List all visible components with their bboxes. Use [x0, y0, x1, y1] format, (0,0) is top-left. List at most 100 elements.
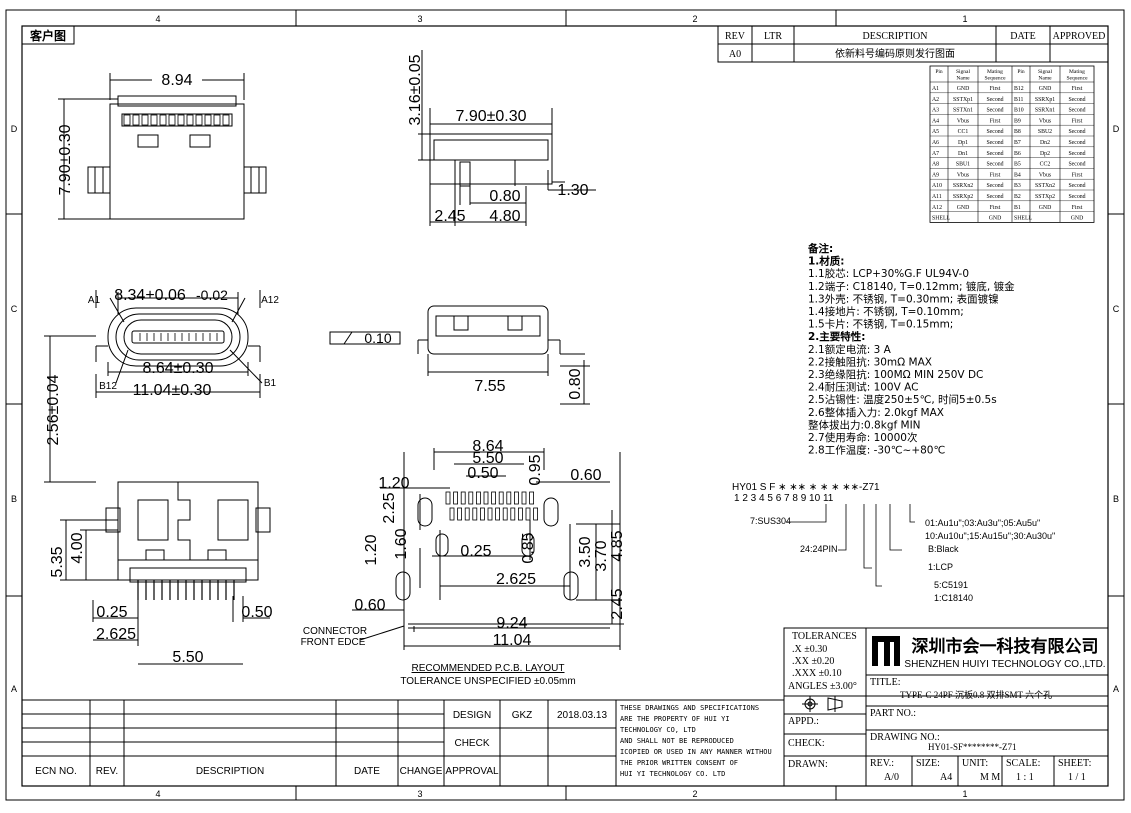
pin-table-cell: Second [1068, 129, 1085, 135]
pin-table-cell: Second [986, 194, 1003, 200]
pcb-pad-row1 [521, 491, 527, 505]
pcb-pads [445, 491, 538, 521]
zone-right-a: A [1113, 684, 1119, 694]
dim-front-height: 2.56±0.04 [45, 374, 62, 445]
pin-table-cell: B7 [1014, 140, 1021, 146]
pin-table-cell: B8 [1014, 129, 1021, 135]
ecn-header-rev: REV. [96, 766, 118, 777]
design-date: 2018.03.13 [557, 710, 607, 721]
pin-table-cell: CC1 [958, 129, 969, 135]
ecn-header-change: CHANGE [400, 766, 443, 777]
top-pin [204, 114, 212, 126]
zone-top-2: 2 [692, 14, 697, 24]
pcb-pad-row1 [475, 491, 481, 505]
note-line: 2.8工作温度: -30℃~+80℃ [808, 444, 945, 457]
unit-value: M M [980, 772, 1000, 783]
pin-table-cell: First [990, 118, 1001, 124]
pin-table-cell: Second [1068, 162, 1085, 168]
pcb-pad-row2 [472, 507, 478, 521]
pin-table-cell: B1 [1014, 205, 1021, 211]
pin-table-header: Name [1038, 76, 1052, 82]
pin-table-cell: SSTXn1 [953, 108, 973, 114]
bottom-view-pins [137, 580, 235, 600]
appd-label: APPD.: [788, 716, 819, 727]
pin-table-cell: SSTXp2 [1035, 194, 1055, 200]
note-line: 1.材质: [808, 255, 845, 268]
zone-marks [6, 10, 1124, 800]
dim-bottom-550: 5.50 [172, 649, 203, 666]
dim-pcb-060-left: 0.60 [354, 597, 385, 614]
zone-right-b: B [1113, 494, 1119, 504]
pin-table-header: Mating [1069, 69, 1085, 75]
zone-bottom-4: 4 [155, 789, 160, 799]
code-legend-2: 24:24PIN [800, 544, 838, 554]
pcb-pad-row2 [449, 507, 455, 521]
pin-table-cell: CC2 [1040, 162, 1051, 168]
zone-top-4: 4 [155, 14, 160, 24]
pin-table-cell: First [1072, 172, 1083, 178]
zone-top-1: 1 [962, 14, 967, 24]
pin-table-cell: SSRXn2 [953, 183, 973, 189]
label-pin-a12: A12 [261, 295, 279, 306]
pin-table-cell: Second [986, 108, 1003, 114]
dim-pcb-060: 0.60 [570, 467, 601, 484]
pcb-pad-row2 [464, 507, 470, 521]
top-pin [123, 114, 131, 126]
dim-front-864: 8.64±0.30 [142, 360, 213, 377]
dim-front-1104: 11.04±0.30 [133, 382, 212, 399]
side-view [418, 50, 596, 226]
pin-table-cell: Second [986, 183, 1003, 189]
drawing-title: TYPE-C 24PF 沉板0.8 双排SMT 六个孔 [900, 689, 1052, 700]
top-view-pins [123, 114, 230, 126]
pin-table-cell: Second [1068, 194, 1085, 200]
code-legend-1: 7:SUS304 [750, 516, 791, 526]
pin-table-cell: A4 [932, 118, 939, 124]
zone-right-d: D [1113, 124, 1120, 134]
rev-header-rev: REV [725, 31, 746, 42]
pin-table-cell: Second [1068, 108, 1085, 114]
pin-table-cell: GND [989, 216, 1002, 222]
label-pin-a1: A1 [88, 295, 101, 306]
label-pin-b1: B1 [264, 378, 277, 389]
customer-drawing-box [21, 25, 75, 45]
pin-table-cell: A12 [932, 205, 942, 211]
code-legend-6: 1:LCP [928, 562, 953, 572]
note-line: 1.1胶芯: LCP+30%G.F UL94V-0 [808, 267, 969, 280]
top-pin [186, 114, 194, 126]
dim-bottom-535: 5.35 [49, 546, 66, 577]
pcb-pad-row2 [525, 507, 531, 521]
pin-table-cell: Dn1 [958, 151, 968, 157]
size-label: SIZE: [916, 758, 940, 769]
pin-table-cell: First [1072, 86, 1083, 92]
dim-pcb-485: 4.85 [609, 530, 626, 561]
designer-name: GKZ [512, 710, 533, 721]
customer-drawing-label: 客户图 [29, 28, 66, 43]
pcb-pad-row2 [502, 507, 508, 521]
statement-line: THE PRIOR WRITTEN CONSENT OF [620, 759, 738, 767]
outer-border [5, 9, 1125, 801]
zone-right-c: C [1113, 304, 1120, 314]
label-pin-b12: B12 [99, 381, 117, 392]
pin-table-cell: SHELL [1014, 216, 1032, 222]
top-pin [132, 114, 140, 126]
drawing-no: HY01-SF********-Z71 [928, 742, 1017, 752]
zone-bottom-3: 3 [417, 789, 422, 799]
unit-label: UNIT: [962, 758, 988, 769]
pin-table-cell: SSTXp1 [953, 97, 973, 103]
statement-line: ICOPIED OR USED IN ANY MANNER WITHOU [620, 748, 772, 756]
front-view [44, 290, 263, 483]
design-label: DESIGN [453, 710, 491, 721]
pin-table-cell: Dp1 [958, 140, 968, 146]
rev-header-date: DATE [1010, 31, 1036, 42]
pin-table-cell: First [1072, 118, 1083, 124]
dim-pcb-085: 0.85 [520, 532, 537, 563]
pin-table-cell: B3 [1014, 183, 1021, 189]
company-logo [872, 636, 900, 666]
tolerances-title: TOLERANCES [792, 631, 857, 642]
notes-block: 备注:1.材质:1.1胶芯: LCP+30%G.F UL94V-01.2端子: … [807, 242, 1015, 457]
zone-bottom-2: 2 [692, 789, 697, 799]
zone-left-b: B [11, 494, 17, 504]
dim-pcb-025: 0.25 [460, 543, 491, 560]
note-line: 1.3外壳: 不锈钢, T=0.30mm; 表面镀镍 [808, 292, 999, 305]
